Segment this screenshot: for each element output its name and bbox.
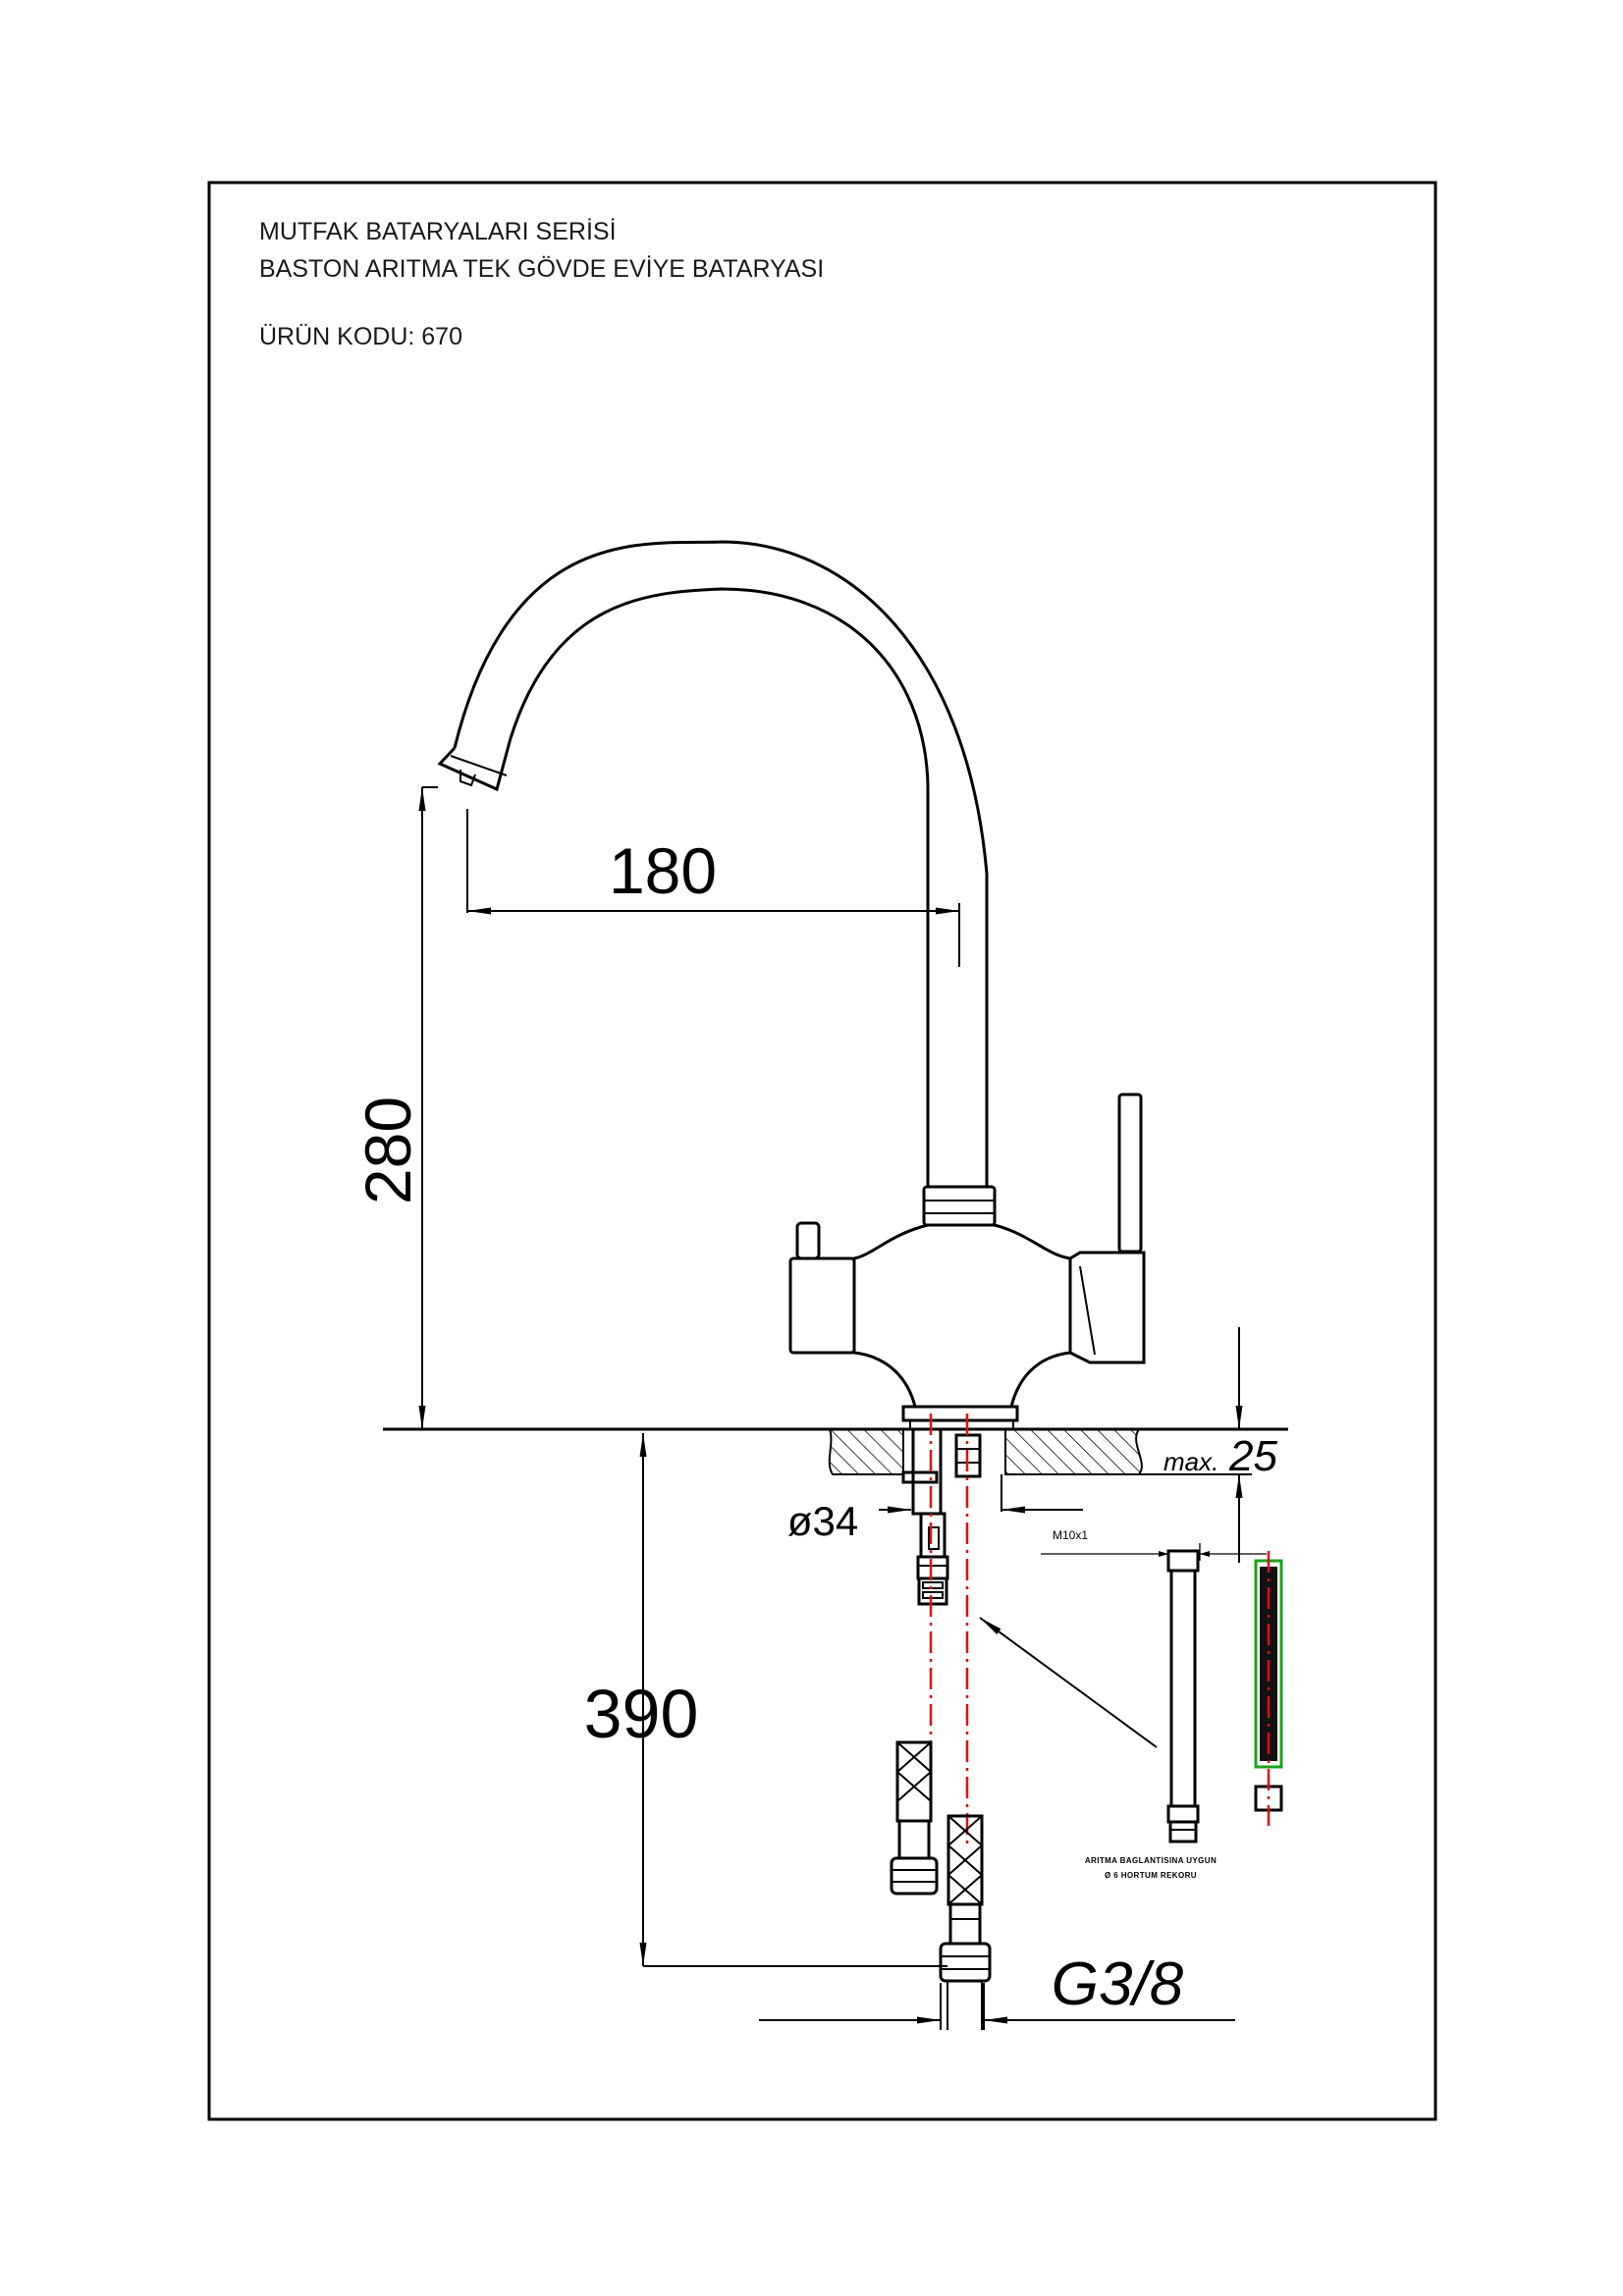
product-name: BASTON ARITMA TEK GÖVDE EVİYE BATARYASI bbox=[259, 254, 824, 283]
dim-spout-reach: 180 bbox=[466, 809, 960, 967]
max-value-label: 25 bbox=[1228, 1432, 1277, 1480]
dim-spout-height: 280 bbox=[352, 786, 438, 1429]
leader-arrow bbox=[979, 1617, 1158, 1748]
filter-hose-connector bbox=[1166, 1549, 1283, 1843]
dim-hose-thread: G3/8 bbox=[759, 1950, 1235, 2030]
filter-valve bbox=[788, 1256, 856, 1355]
filter-note-line-1: ARITMA BAGLANTISINA UYGUN bbox=[1085, 1856, 1217, 1865]
spout-height-label: 280 bbox=[352, 1096, 424, 1204]
hose-thread-label: G3/8 bbox=[1052, 1950, 1184, 2018]
filter-thread-label: M10x1 bbox=[1053, 1528, 1088, 1542]
aerator bbox=[437, 737, 513, 792]
max-prefix-label: max. bbox=[1163, 1447, 1218, 1476]
spout-reach-label: 180 bbox=[609, 834, 717, 907]
spout bbox=[453, 540, 989, 1187]
mixer-body bbox=[852, 1223, 1072, 1409]
body-diameter-label: ø34 bbox=[787, 1498, 858, 1544]
spout-collar bbox=[922, 1185, 997, 1227]
faucet-outline bbox=[437, 540, 1146, 1430]
dim-filter-thread: M10x1 bbox=[1041, 1528, 1267, 1561]
dim-body-diameter: ø34 bbox=[787, 1474, 1083, 1544]
series-title: MUTFAK BATARYALARI SERİSİ bbox=[259, 217, 617, 245]
mounting-shank bbox=[901, 1427, 982, 1606]
dim-hose-length: 390 bbox=[584, 1433, 947, 1967]
flex-hoses bbox=[890, 1740, 992, 2030]
dim-max-counter: max. 25 bbox=[1163, 1327, 1277, 1563]
countertop-section bbox=[828, 1428, 1247, 1475]
base-flange bbox=[901, 1405, 1019, 1422]
filter-note-line-2: Ø 6 HORTUM REKORU bbox=[1105, 1871, 1197, 1880]
drawing-frame bbox=[207, 181, 1437, 2121]
product-code: ÜRÜN KODU: 670 bbox=[259, 323, 462, 350]
mixer-lever bbox=[1117, 1093, 1143, 1254]
hose-length-label: 390 bbox=[584, 1676, 699, 1752]
